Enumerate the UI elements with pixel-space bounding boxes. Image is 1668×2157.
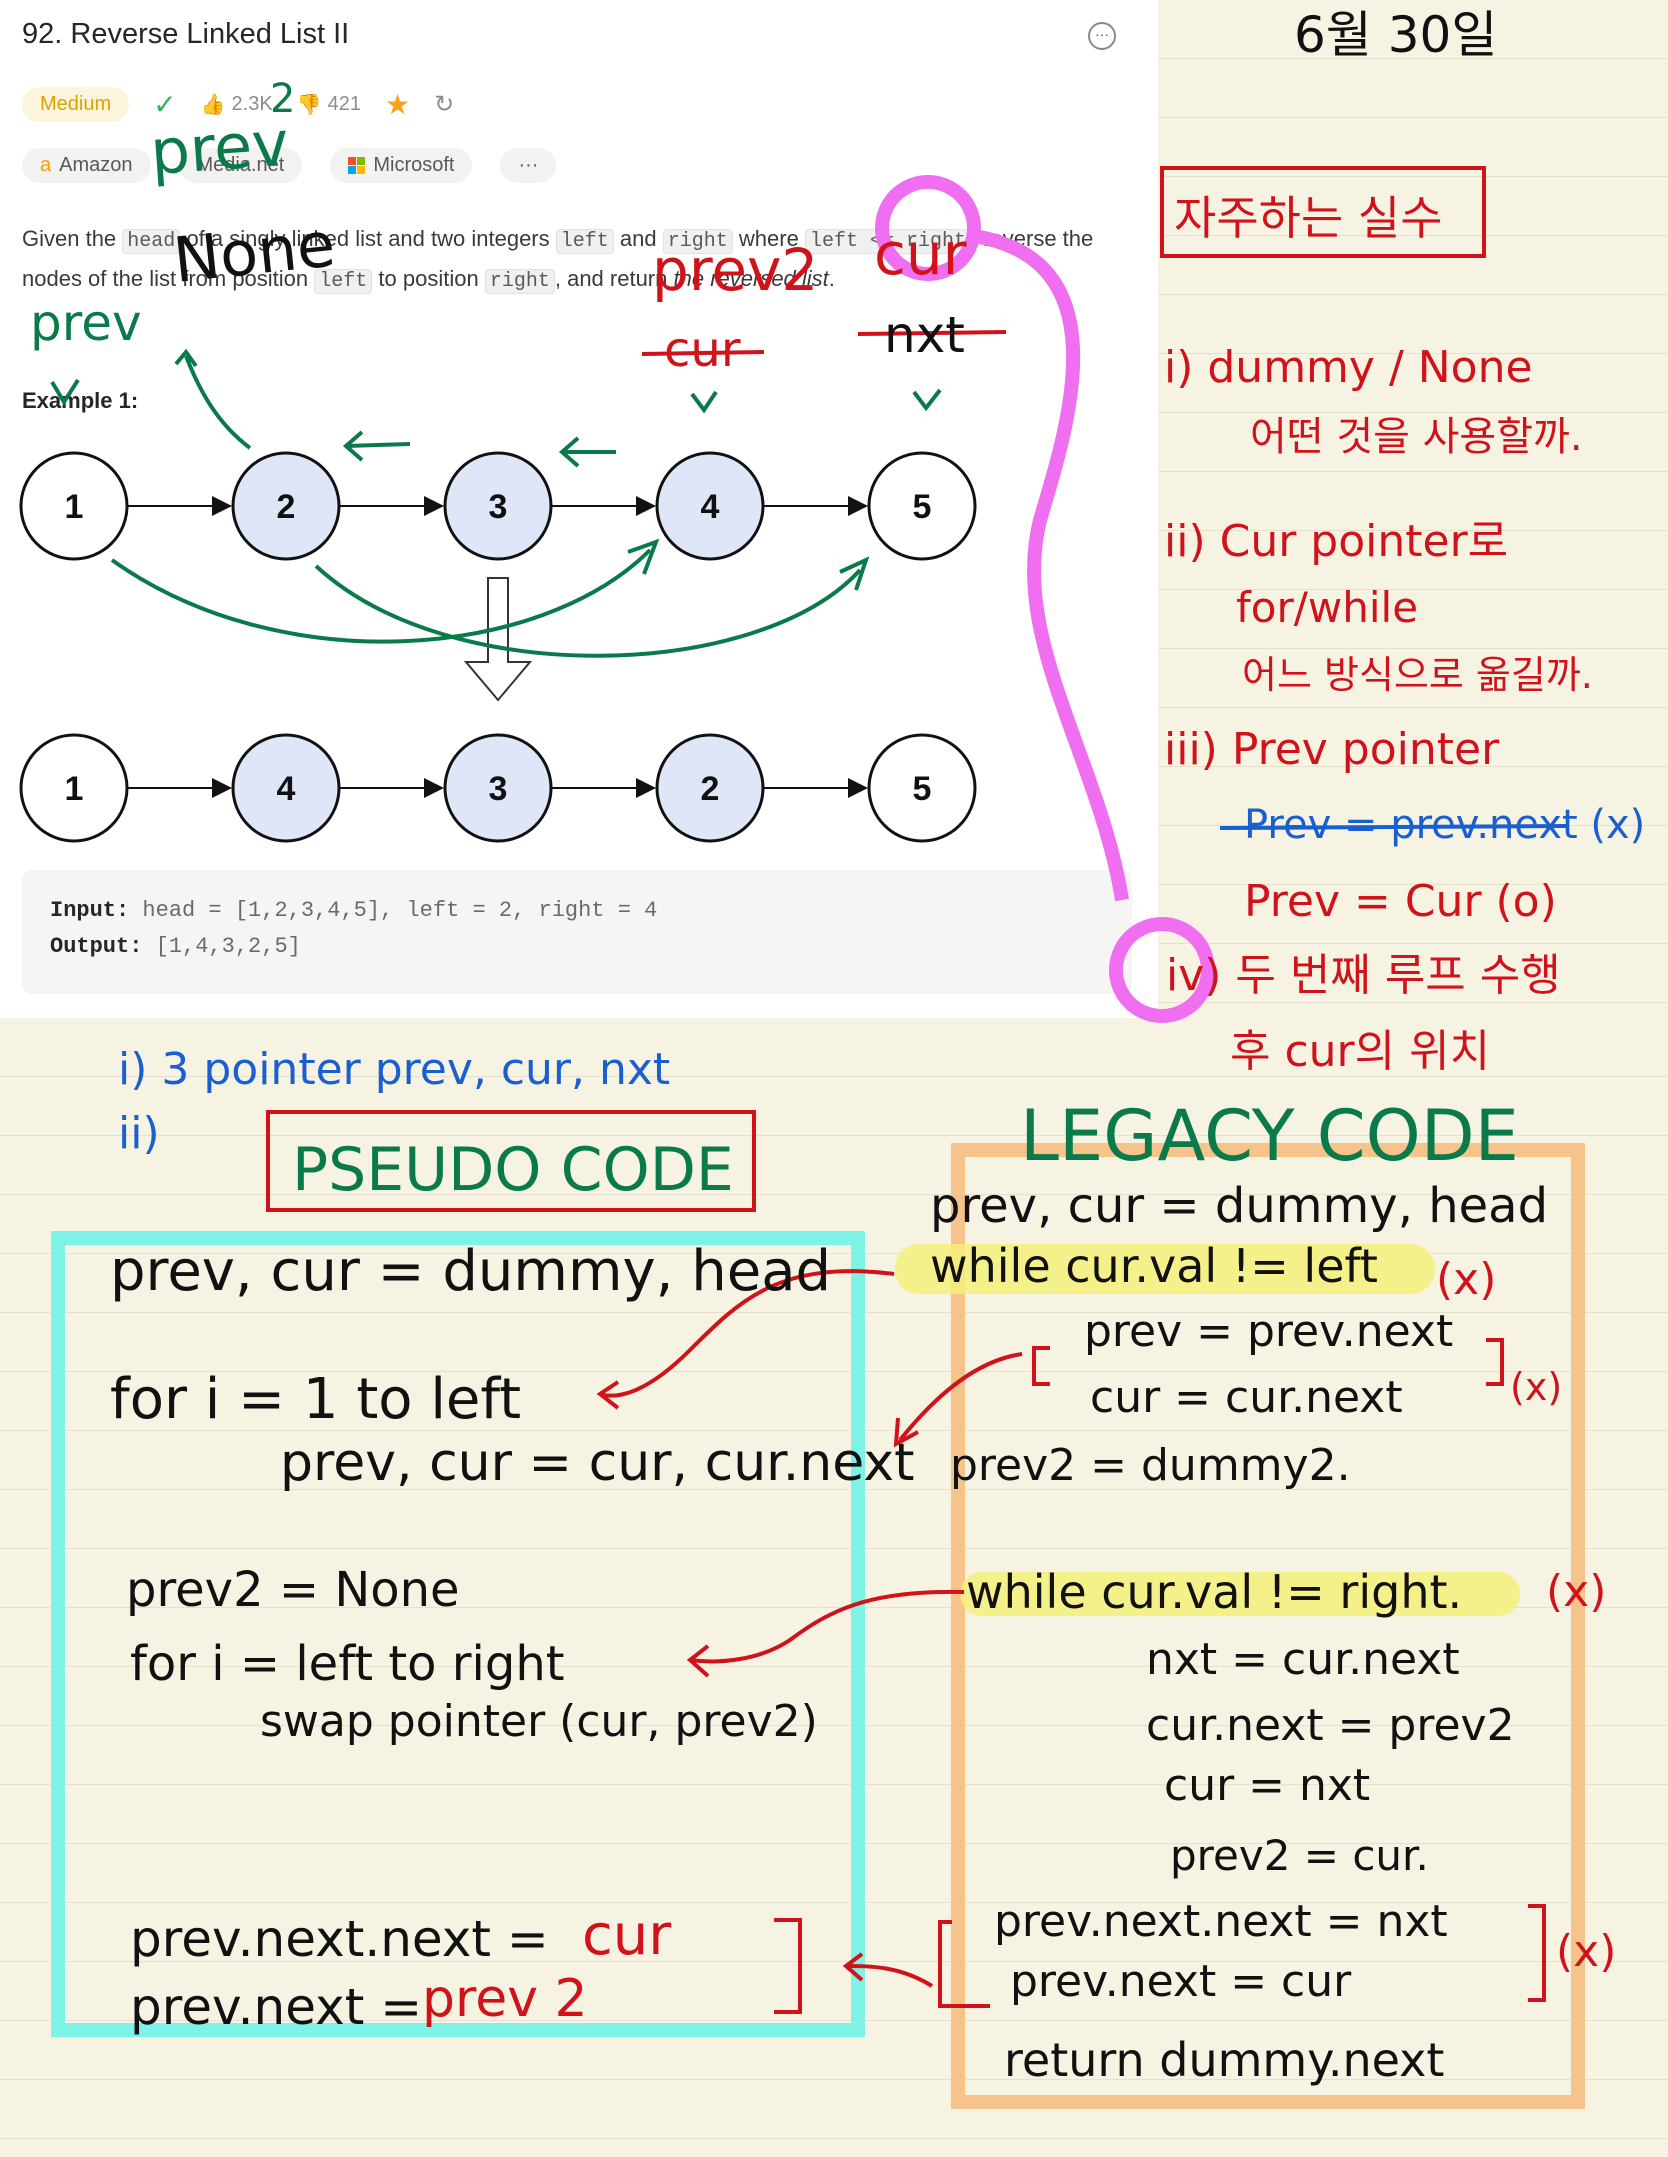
problem-meta-row: Medium ✓ 👍 2.3K 👎 421 ★ ↻ [22,84,454,124]
difficulty-badge: Medium [22,86,130,122]
leetcode-screenshot: 92. Reverse Linked List II ··· Medium ✓ … [0,0,1158,1018]
amazon-logo-icon: a [40,154,52,176]
company-chip[interactable]: Microsoft [330,148,473,183]
more-options-icon[interactable]: ··· [1088,22,1116,50]
after-node-label: 4 [277,770,296,808]
microsoft-logo-icon [348,157,366,174]
after-node [443,733,553,843]
notebook-right-panel [1158,0,1668,1018]
star-icon[interactable]: ★ [384,88,411,120]
after-node [19,733,129,843]
before-node [19,451,129,561]
dislike-button[interactable]: 👎 421 [297,92,361,117]
notebook-lower-panel [0,1018,1668,2157]
before-node-label: 3 [489,488,508,526]
before-node-label: 1 [65,488,84,526]
before-node [655,451,765,561]
thumbs-up-icon: 👍 [200,93,226,116]
like-button[interactable]: 👍 2.3K [201,92,273,117]
after-node-label: 1 [65,770,84,808]
down-arrow-icon [463,577,533,702]
after-node [655,733,765,843]
more-companies-button[interactable]: ··· [500,148,557,183]
before-node-label: 4 [701,488,720,526]
share-icon[interactable]: ↻ [434,90,455,118]
after-node-label: 2 [701,770,720,808]
before-node-label: 2 [277,488,296,526]
solved-check-icon: ✓ [153,88,177,120]
linked-list-diagram: 1 2 3 4 5 1 4 3 2 5 [19,451,977,843]
after-node-label: 3 [489,770,508,808]
after-node-label: 5 [913,770,932,808]
dislike-count: 421 [327,92,361,115]
example-output: [1,4,3,2,5] [155,934,301,959]
example-input: head = [1,2,3,4,5], left = 2, right = 4 [142,898,658,923]
like-count: 2.3K [231,92,273,115]
after-node [231,733,341,843]
example-label: Example 1: [22,388,139,413]
thumbs-down-icon: 👎 [296,93,322,116]
example-io-box: Input: head = [1,2,3,4,5], left = 2, rig… [22,870,1132,994]
company-chip[interactable]: Media.net [178,148,303,183]
problem-title: 92. Reverse Linked List II [22,18,350,50]
before-node-label: 5 [913,488,932,526]
